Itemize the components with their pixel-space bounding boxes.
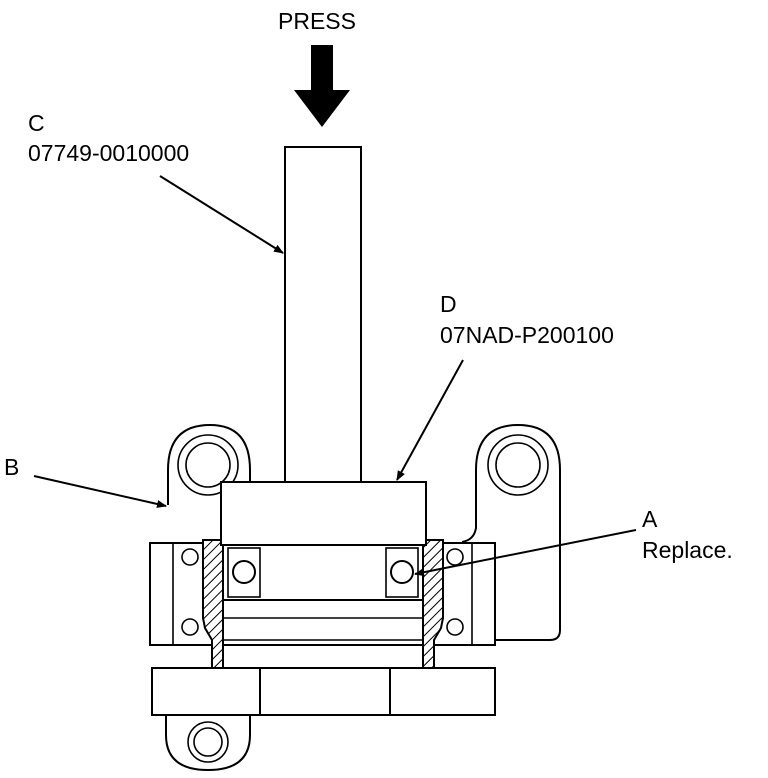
hatched-sleeves: [202, 539, 444, 669]
leader-a: [414, 529, 637, 577]
support-blocks: [151, 667, 496, 716]
label-a-note: Replace.: [642, 537, 733, 563]
label-a-letter: A: [642, 506, 658, 532]
leader-b: [33, 475, 167, 508]
bearing-a: [222, 544, 424, 601]
leader-c: [159, 175, 284, 254]
press-arrow-icon: [294, 45, 350, 127]
driver-c-shaft: [284, 146, 362, 483]
housing-b: [149, 423, 561, 772]
bearing-ball-left-icon: [232, 560, 256, 584]
label-d-letter: D: [440, 291, 457, 317]
label-d-part-number: 07NAD-P200100: [440, 322, 614, 348]
label-b-letter: B: [4, 454, 19, 480]
press-label: PRESS: [278, 8, 356, 34]
leader-d: [396, 359, 464, 481]
label-c-part-number: 07749-0010000: [28, 140, 189, 166]
bearing-ball-right-icon: [390, 560, 414, 584]
label-c-letter: C: [28, 110, 45, 136]
attachment-d: [220, 481, 427, 546]
